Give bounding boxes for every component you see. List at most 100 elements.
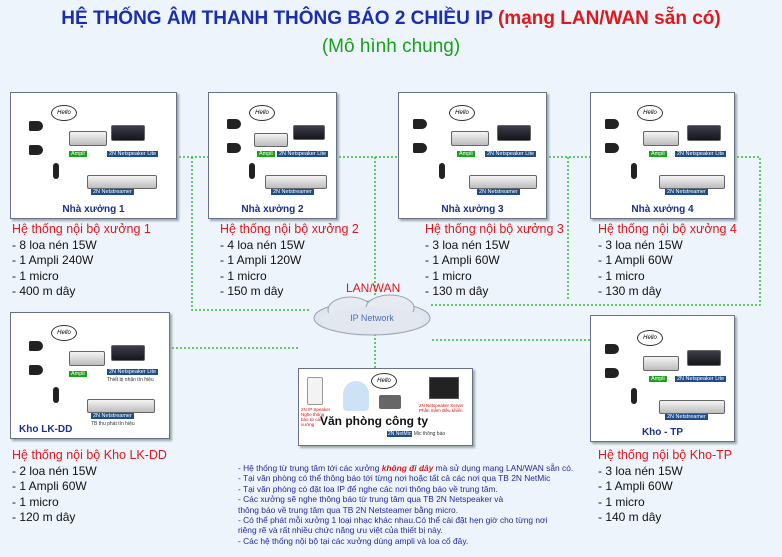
note-line: - Tại văn phòng có thể thông báo tới từn… bbox=[238, 473, 551, 484]
office-name: Văn phòng công ty bbox=[320, 414, 428, 428]
note-line: thông báo về trung tâm qua TB 2N Netstea… bbox=[238, 504, 459, 515]
note-line: - Tại văn phòng có đặt loa IP để nghe cá… bbox=[238, 483, 498, 494]
ip-speaker-icon bbox=[307, 377, 323, 405]
note-line: - Các hệ thống nội bộ tại các xưởng dùng… bbox=[238, 535, 469, 546]
hello-bubble: Hello bbox=[637, 330, 663, 346]
microphone-icon bbox=[631, 388, 637, 404]
speaker-caption: 2N IP Speaker Nghe thông báo từ các xưởn… bbox=[301, 407, 331, 427]
ampli-device bbox=[451, 131, 489, 146]
microphone-icon bbox=[631, 163, 637, 179]
netspeaker-label: 2N Netspeaker Lite bbox=[277, 151, 329, 157]
netspeaker-device bbox=[497, 125, 531, 141]
netspeaker-label: 2N Netspeaker Lite bbox=[107, 369, 159, 375]
netstreamer-device bbox=[87, 175, 157, 189]
netstreamer-label: 2N Netstreamer bbox=[665, 189, 708, 195]
speaker-icon bbox=[29, 145, 43, 155]
panel-name: Nhà xưởng 2 bbox=[241, 204, 304, 215]
panel-name: Kho - TP bbox=[641, 427, 684, 438]
person-icon bbox=[343, 381, 369, 411]
ampli-label: Ampli bbox=[69, 151, 87, 157]
system-xuong-2: Hệ thống nội bộ xưởng 2 - 4 loa nén 15W-… bbox=[220, 222, 359, 298]
network-label: LAN/WAN bbox=[346, 281, 401, 295]
ampli-device bbox=[69, 131, 107, 146]
cloud-label: IP Network bbox=[350, 313, 394, 323]
netspeaker-label: 2N Netspeaker Lite bbox=[485, 151, 537, 157]
system-kho-tp: Hệ thống nội bộ Kho-TP - 3 loa nén 15W- … bbox=[598, 448, 733, 524]
hello-bubble: Hello bbox=[637, 105, 663, 121]
ampli-device bbox=[643, 131, 679, 146]
note-line: - Hệ thống từ trung tâm tới các xưởng kh… bbox=[238, 463, 574, 473]
netmic-icon bbox=[379, 395, 401, 409]
transceiver-note: TB thu phát tín hiệu bbox=[91, 421, 135, 427]
panel-name: Kho LK-DD bbox=[19, 424, 73, 435]
system-kho-lkdd: Hệ thống nội bộ Kho LK-DD - 2 loa nén 15… bbox=[12, 448, 167, 524]
ampli-device bbox=[69, 351, 105, 366]
panel-xuong-1: Hello Ampli 2N Netspeaker Lite 2N Netstr… bbox=[10, 92, 177, 219]
netstreamer-label: 2N Netstreamer bbox=[91, 189, 134, 195]
title-highlight: (mạng LAN/WAN sẵn có) bbox=[497, 8, 721, 29]
hello-bubble: Hello bbox=[51, 105, 77, 121]
netstreamer-label: 2N Netstreamer bbox=[665, 414, 708, 420]
receiver-note: Thiết bị nhận tín hiệu bbox=[107, 377, 154, 383]
netspeaker-device bbox=[687, 125, 721, 141]
note-line: riêng rẽ và rất nhiều chức năng ưu việt … bbox=[238, 525, 443, 536]
netspeaker-device bbox=[111, 125, 145, 141]
line-xuong2 bbox=[335, 156, 398, 295]
netspeaker-label: 2N Netspeaker Lite bbox=[675, 151, 727, 157]
system-xuong-4: Hệ thống nội bộ xưởng 4 - 3 loa nén 15W-… bbox=[598, 222, 737, 298]
netspeaker-label: 2N Netspeaker Lite bbox=[107, 151, 159, 157]
hello-bubble: Hello bbox=[371, 373, 397, 389]
hello-bubble: Hello bbox=[449, 105, 475, 121]
system-xuong-1: Hệ thống nội bộ xưởng 1 - 8 loa nén 15W-… bbox=[12, 222, 151, 298]
netspeaker-device bbox=[687, 350, 721, 366]
notes-list: - Hệ thống từ trung tâm tới các xưởng kh… bbox=[238, 463, 594, 546]
netspeaker-device bbox=[111, 345, 145, 361]
page-title: HỆ THỐNG ÂM THANH THÔNG BÁO 2 CHIỀU IP (… bbox=[61, 8, 721, 29]
netstreamer-device bbox=[87, 399, 155, 413]
speaker-icon bbox=[227, 143, 241, 153]
microphone-icon bbox=[439, 163, 445, 179]
panel-xuong-2: Hello Ampli 2N Netspeaker Lite 2N Netstr… bbox=[208, 92, 337, 219]
panel-xuong-3: Hello Ampli 2N Netspeaker Lite 2N Netstr… bbox=[398, 92, 547, 219]
microphone-icon bbox=[53, 387, 59, 403]
ampli-label: Ampli bbox=[257, 151, 275, 157]
netstreamer-device bbox=[469, 175, 537, 189]
ampli-device bbox=[254, 133, 288, 147]
system-xuong-3: Hệ thống nội bộ xưởng 3 - 3 loa nén 15W-… bbox=[425, 222, 564, 298]
netspeaker-device bbox=[293, 125, 325, 140]
page-subtitle: (Mô hình chung) bbox=[321, 36, 461, 57]
ampli-device bbox=[643, 356, 679, 371]
netstreamer-label: 2N Netstreamer bbox=[477, 189, 520, 195]
microphone-icon bbox=[53, 163, 59, 179]
speaker-icon bbox=[29, 121, 43, 131]
speaker-icon bbox=[227, 119, 241, 129]
hello-bubble: Hello bbox=[249, 105, 275, 121]
netstreamer-device bbox=[659, 175, 725, 189]
line-left-bus bbox=[191, 157, 310, 311]
note-line: - Các xưởng sẽ nghe thông báo từ trung t… bbox=[238, 494, 504, 505]
note-line: - Có thể phát mỗi xưởng 1 loại nhạc khác… bbox=[238, 515, 548, 526]
speaker-icon bbox=[29, 341, 43, 351]
server-caption: 2N Netspeaker Server Phần mềm điều khiển bbox=[419, 403, 464, 413]
cloud-icon: IP Network bbox=[313, 294, 431, 336]
speaker-icon bbox=[29, 365, 43, 375]
line-xuong3 bbox=[545, 156, 590, 300]
line-right-bus bbox=[430, 200, 761, 306]
netstreamer-label: 2N Netstreamer bbox=[91, 413, 134, 419]
netstreamer-label: 2N Netstreamer bbox=[271, 189, 314, 195]
speaker-icon bbox=[605, 344, 619, 354]
hello-bubble: Hello bbox=[51, 325, 77, 341]
computer-icon bbox=[429, 377, 459, 399]
panel-name: Nhà xưởng 4 bbox=[631, 204, 694, 215]
ampli-label: Ampli bbox=[649, 376, 667, 382]
ampli-label: Ampli bbox=[457, 151, 475, 157]
speaker-icon bbox=[413, 119, 427, 129]
netmic-caption: 2N NetMic Mic thông báo bbox=[387, 431, 446, 437]
netstreamer-device bbox=[659, 400, 725, 414]
ampli-label: Ampli bbox=[69, 371, 87, 377]
microphone-icon bbox=[249, 163, 255, 179]
panel-kho-tp: Hello Ampli 2N Netspeaker Lite 2N Netstr… bbox=[590, 315, 735, 442]
panel-kho-lkdd: Hello Ampli 2N Netspeaker Lite Thiết bị … bbox=[10, 312, 170, 439]
line-xuong4 bbox=[733, 156, 761, 200]
